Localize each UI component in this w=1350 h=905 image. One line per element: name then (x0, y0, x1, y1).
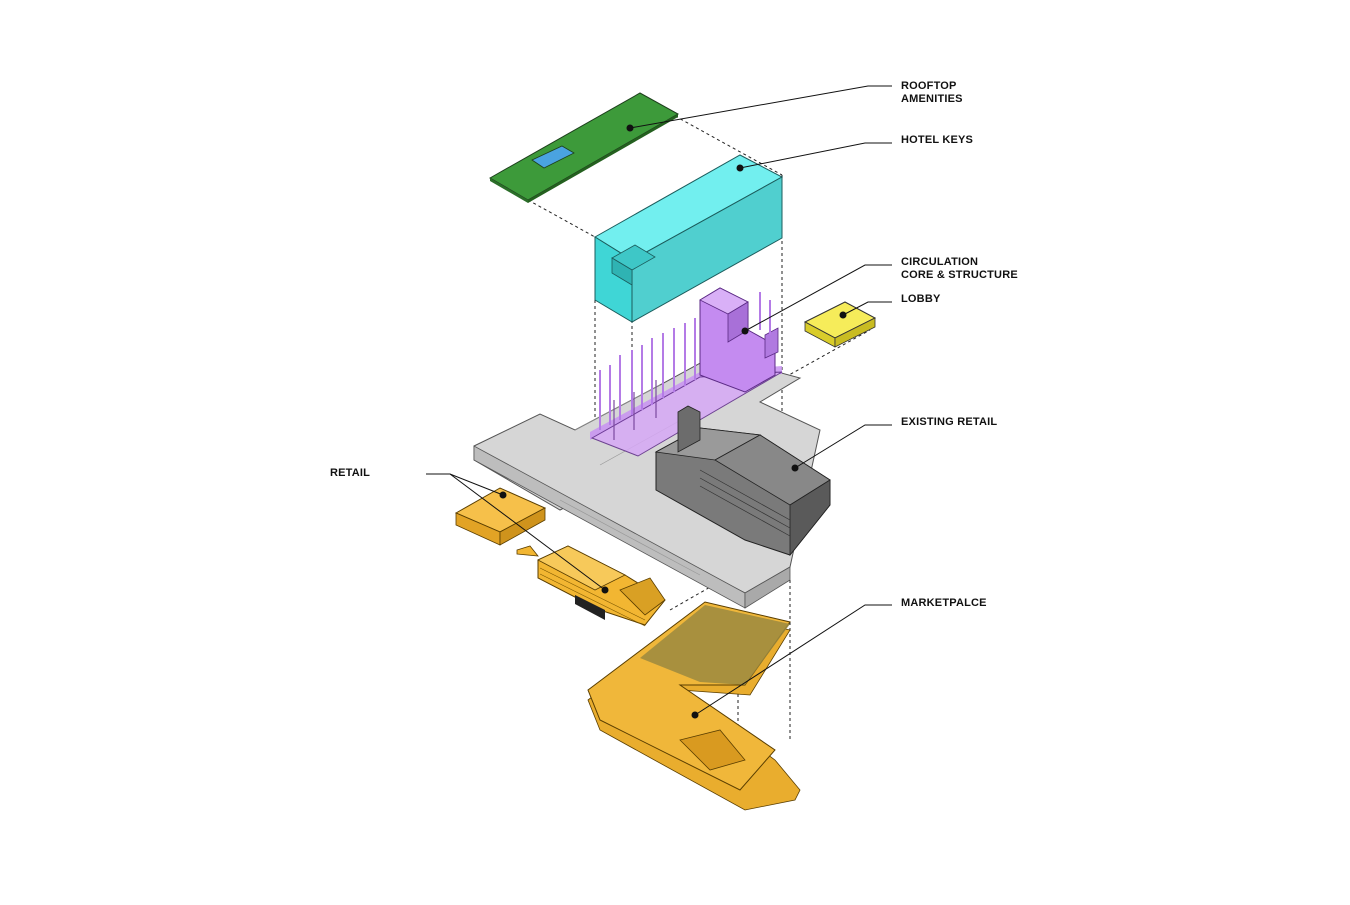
label-rooftop-amenities: ROOFTOP AMENITIES (901, 80, 963, 106)
label-rooftop-line1: ROOFTOP (901, 80, 957, 92)
rooftop-amenities-slab (488, 92, 680, 203)
pool-shape (531, 145, 575, 169)
label-rooftop-line2: AMENITIES (901, 93, 963, 105)
label-lobby: LOBBY (901, 293, 941, 305)
label-circulation-line1: CIRCULATION (901, 256, 979, 268)
label-circulation: CIRCULATION CORE & STRUCTURE (901, 256, 1018, 282)
leader-dots (499, 124, 847, 719)
label-existing-retail: EXISTING RETAIL (901, 416, 998, 428)
label-hotel-keys: HOTEL KEYS (901, 134, 974, 146)
label-marketplace: MARKETPALCE (901, 597, 987, 609)
hotel-keys-volume (594, 154, 784, 323)
label-retail: RETAIL (330, 467, 371, 479)
existing-retail-building (654, 405, 831, 557)
retail-volumes (454, 487, 666, 627)
leader-lines (426, 85, 892, 716)
marketplace-floor (587, 601, 801, 811)
label-circulation-line2: CORE & STRUCTURE (901, 269, 1018, 281)
lobby-volume (803, 301, 877, 348)
